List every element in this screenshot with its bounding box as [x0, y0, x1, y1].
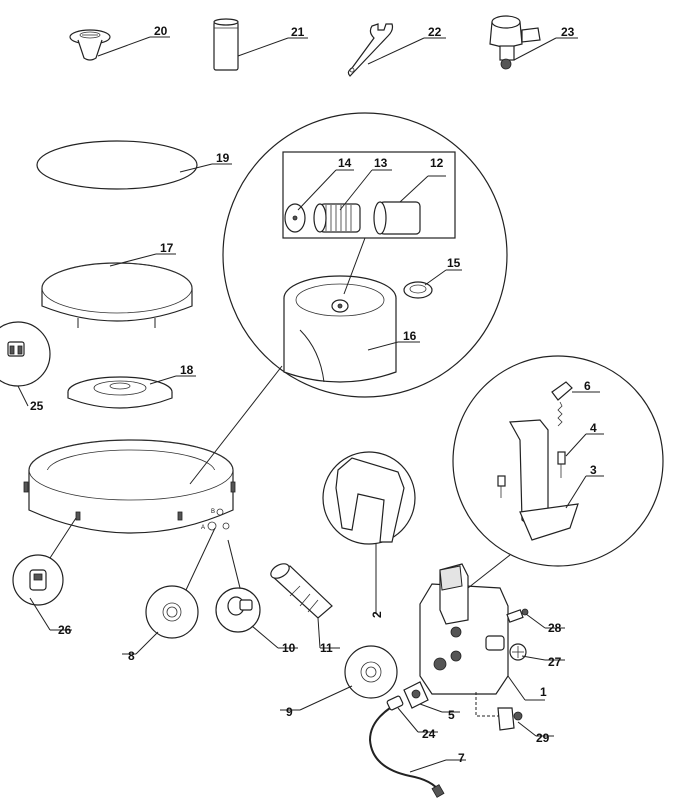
label-8: 8 [128, 649, 135, 663]
label-11: 11 [320, 641, 333, 655]
label-17: 17 [160, 241, 174, 255]
label-26: 26 [58, 623, 72, 637]
label-12: 12 [430, 156, 444, 170]
label-3: 3 [590, 463, 597, 477]
part-23-valve [489, 15, 541, 70]
part-15-grommet [403, 281, 433, 299]
part-28-fitting [506, 608, 529, 623]
label-1: 1 [540, 685, 547, 699]
part-16-filter-seat [283, 275, 397, 383]
part-11-hose-adapter [270, 563, 333, 619]
part-24-7-hose [368, 695, 445, 798]
part-25-buckle-detail [0, 321, 51, 387]
part-13-cartridge [313, 203, 361, 233]
leader-lines [17, 36, 604, 773]
part-4-screw [557, 451, 566, 478]
label-15: 15 [447, 256, 461, 270]
label-16: 16 [403, 329, 417, 343]
label-5: 5 [448, 708, 455, 722]
label-13: 13 [374, 156, 388, 170]
part-27-knob [509, 643, 527, 661]
leader-tub-to-detail [189, 365, 283, 485]
label-9: 9 [286, 705, 293, 719]
label-4: 4 [590, 421, 597, 435]
spa-tub-body: B A [23, 439, 236, 534]
part-6-spring [551, 381, 573, 427]
label-24: 24 [422, 727, 436, 741]
label-14: 14 [338, 156, 352, 170]
part-1-pump-unit [419, 554, 526, 701]
label-25: 25 [30, 399, 44, 413]
part-12-housing [373, 201, 421, 235]
label-22: 22 [428, 25, 442, 39]
label-10: 10 [282, 641, 296, 655]
part-18-base-disk [67, 376, 173, 409]
filter-detail-circle [222, 112, 508, 398]
label-27: 27 [548, 655, 562, 669]
label-7: 7 [458, 751, 465, 765]
label-21: 21 [291, 25, 305, 39]
label-28: 28 [548, 621, 562, 635]
part-21-filter-cartridge [213, 18, 239, 71]
part-5-connector [403, 681, 429, 709]
part-10-stopper [215, 539, 261, 633]
part-2-housing-detail [322, 451, 416, 606]
label-23: 23 [561, 25, 575, 39]
label-20: 20 [154, 24, 168, 38]
pump-detail-circle [452, 355, 664, 567]
part-number-labels: 20 21 22 23 19 17 18 14 13 12 15 16 6 4 … [30, 24, 597, 765]
part-20-drain-plug [69, 29, 111, 61]
label-18: 18 [180, 363, 194, 377]
part-22-wrench [347, 23, 394, 77]
port-label-a: A [201, 525, 205, 531]
part-8-gasket [145, 527, 216, 639]
label-19: 19 [216, 151, 230, 165]
part-29-valve [475, 692, 523, 731]
port-label-b: B [211, 509, 215, 515]
label-29: 29 [536, 731, 550, 745]
part-19-cover [36, 140, 198, 190]
part-17-lid [41, 262, 193, 328]
part-26-buckle [12, 517, 77, 606]
part-9-gasket [344, 645, 398, 699]
label-2: 2 [370, 611, 384, 618]
label-6: 6 [584, 379, 591, 393]
